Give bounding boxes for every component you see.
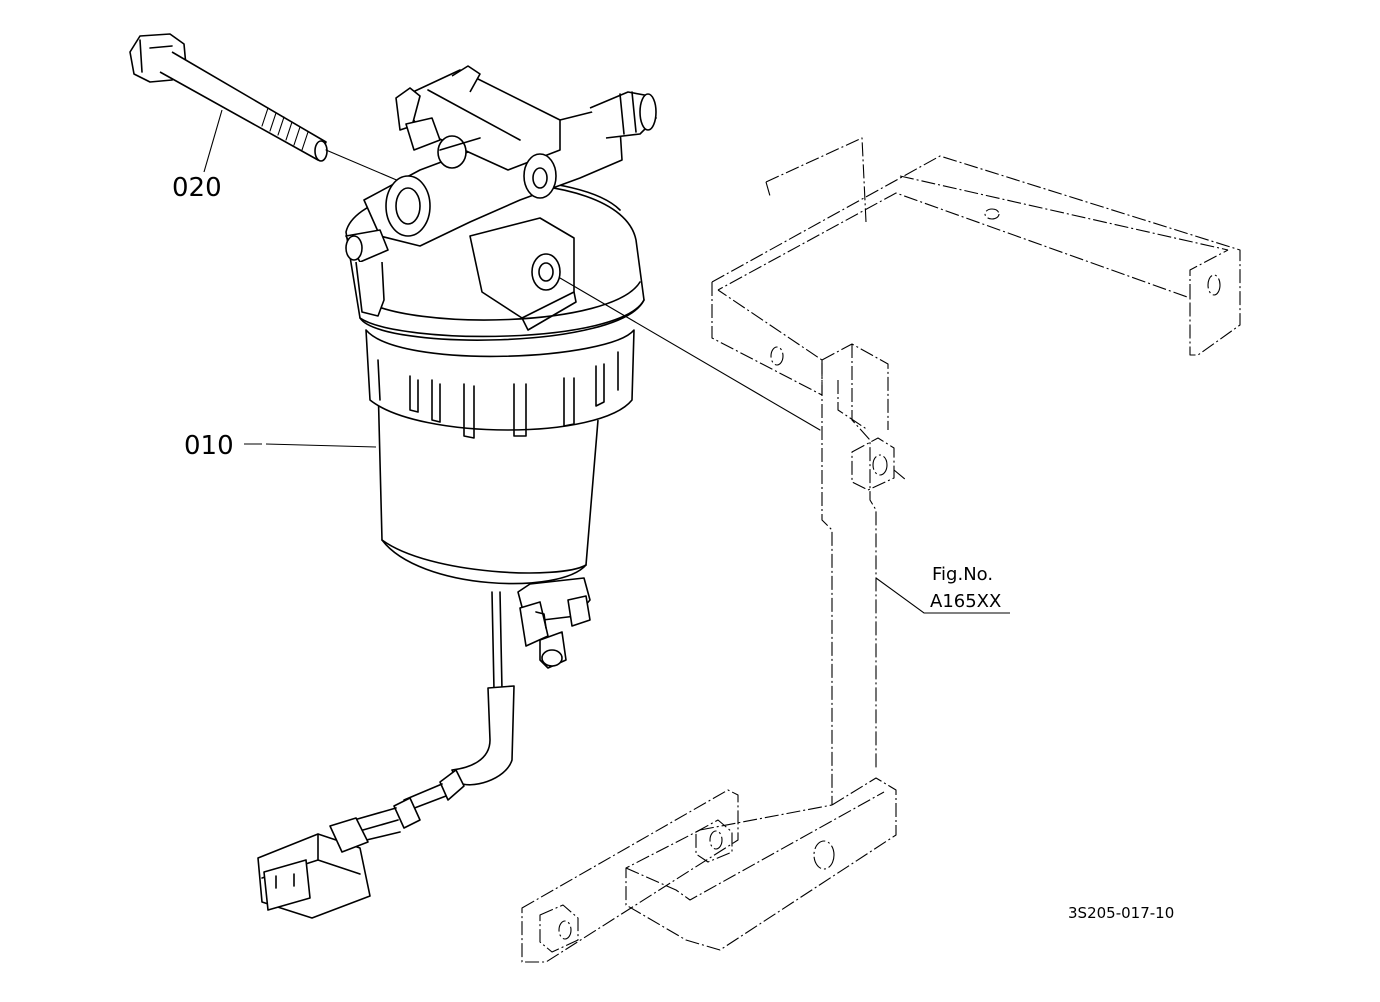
leader-010	[244, 443, 377, 448]
leader-fig	[875, 577, 1010, 614]
mounting-bracket	[521, 137, 1241, 963]
bolt	[129, 33, 421, 191]
leader-020	[203, 109, 223, 173]
fuel-filter	[257, 65, 821, 919]
fig-ref-number[interactable]: A165XX	[930, 591, 1001, 612]
callout-020[interactable]: 020	[172, 173, 222, 203]
callout-010[interactable]: 010	[184, 431, 234, 461]
drawing-code: 3S205-017-10	[1068, 904, 1174, 922]
fig-ref-label: Fig.No.	[932, 564, 993, 585]
